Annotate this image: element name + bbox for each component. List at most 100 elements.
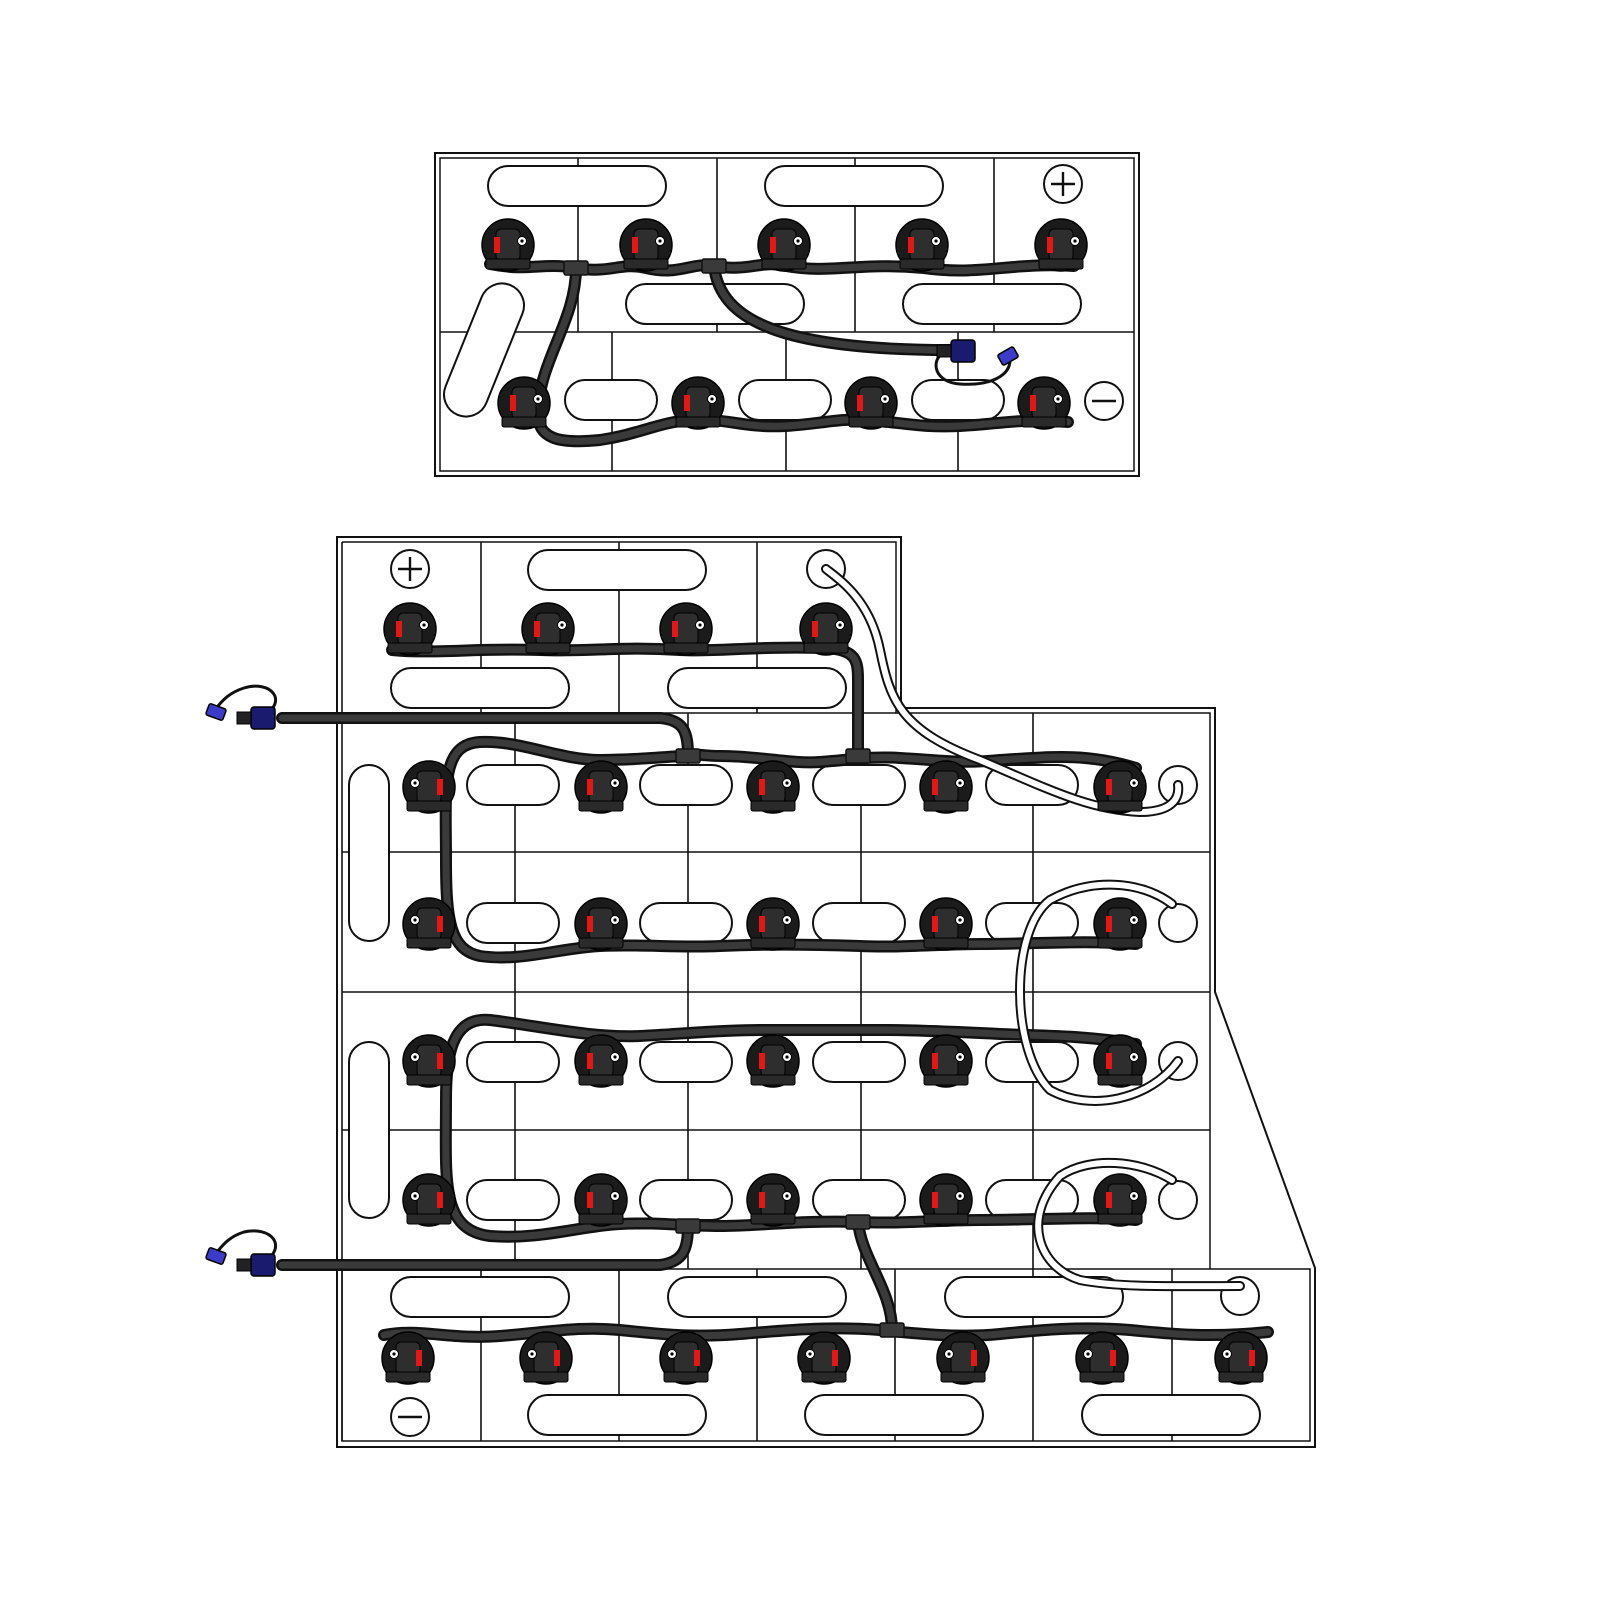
valve-clip <box>803 642 849 654</box>
vent-slot <box>911 379 1005 421</box>
minus-circle-icon <box>1084 381 1124 421</box>
cell-port <box>1158 1180 1198 1220</box>
valve-clip <box>675 416 721 428</box>
vent-slot <box>639 1179 733 1221</box>
float-indicator <box>1106 916 1112 932</box>
float-valve-icon <box>402 897 456 951</box>
indicator-dot <box>536 397 540 401</box>
valve-clip <box>578 937 624 949</box>
minus-circle-icon <box>390 1397 430 1437</box>
vent-slot <box>812 902 906 944</box>
valve-clip <box>578 800 624 812</box>
float-valve-icon <box>799 602 853 656</box>
valve-clip <box>940 1371 986 1383</box>
float-indicator <box>437 1192 443 1208</box>
indicator-dot <box>785 1194 789 1198</box>
plus-circle-icon <box>1043 164 1083 204</box>
float-valve-icon <box>844 376 898 430</box>
vent-slot <box>443 282 525 418</box>
float-indicator <box>932 1053 938 1069</box>
indicator-dot <box>958 1194 962 1198</box>
vent-slot <box>812 1179 906 1221</box>
float-indicator <box>759 1053 765 1069</box>
valve-clip <box>406 937 452 949</box>
coupling-nipple <box>236 1258 252 1272</box>
vent-slot <box>804 1394 984 1436</box>
float-indicator <box>832 1350 838 1366</box>
valve-clip <box>1079 1371 1125 1383</box>
valve-clip <box>578 1213 624 1225</box>
coupling-tip <box>997 346 1019 366</box>
valve-clip <box>1021 416 1067 428</box>
vent-slot <box>812 1041 906 1083</box>
float-indicator <box>1106 779 1112 795</box>
indicator-dot <box>1132 1194 1136 1198</box>
float-indicator <box>1047 237 1053 253</box>
valve-clip <box>385 1371 431 1383</box>
float-indicator <box>416 1350 422 1366</box>
valve-clip <box>1097 1213 1143 1225</box>
float-indicator <box>396 621 402 637</box>
float-indicator <box>437 916 443 932</box>
valve-clip <box>923 1074 969 1086</box>
hose-core <box>854 1218 896 1334</box>
float-valve-icon <box>574 897 628 951</box>
vent-slot <box>348 1041 390 1219</box>
plus-circle-icon <box>390 549 430 589</box>
float-indicator <box>632 237 638 253</box>
float-valve-icon <box>1075 1331 1129 1385</box>
coupling-tip <box>205 1247 227 1265</box>
valve-clip <box>923 937 969 949</box>
valve-clip <box>1038 258 1084 270</box>
float-indicator <box>932 779 938 795</box>
vent-slot <box>348 764 390 942</box>
float-indicator <box>494 237 500 253</box>
float-valve-icon <box>1093 1173 1147 1227</box>
indicator-dot <box>560 623 564 627</box>
float-valve-icon <box>746 760 800 814</box>
indicator-dot <box>658 239 662 243</box>
hose-core <box>1035 1159 1243 1290</box>
indicator-dot <box>785 1055 789 1059</box>
float-valve-icon <box>1093 1034 1147 1088</box>
float-indicator <box>694 1350 700 1366</box>
float-indicator <box>759 1192 765 1208</box>
indicator-dot <box>413 781 417 785</box>
float-valve-icon <box>402 1034 456 1088</box>
indicator-dot <box>392 1352 396 1356</box>
float-valve-icon <box>519 1331 573 1385</box>
vent-slot <box>667 667 847 709</box>
vent-slot <box>738 379 832 421</box>
lower-battery-tray <box>336 536 1316 1448</box>
hose-core <box>380 1324 1272 1341</box>
float-valve-icon <box>574 760 628 814</box>
water-hose <box>852 1216 898 1336</box>
float-indicator <box>534 621 540 637</box>
float-indicator <box>684 395 690 411</box>
float-valve-icon <box>919 1173 973 1227</box>
hose-core <box>1017 881 1181 1104</box>
indicator-dot <box>422 623 426 627</box>
float-valve-icon <box>746 1173 800 1227</box>
float-indicator <box>554 1350 560 1366</box>
valve-clip <box>406 1213 452 1225</box>
hose-core <box>442 738 1140 961</box>
float-valve-icon <box>659 1331 713 1385</box>
float-indicator <box>587 1053 593 1069</box>
coupling-layer <box>205 339 1019 1277</box>
indicator-dot <box>613 1194 617 1198</box>
float-valve-icon <box>619 218 673 272</box>
float-valve-icon <box>895 218 949 272</box>
float-valve-icon <box>574 1034 628 1088</box>
valve-clip <box>663 642 709 654</box>
valve-clip <box>1218 1371 1264 1383</box>
float-indicator <box>1106 1192 1112 1208</box>
tee-fitting <box>879 1322 905 1338</box>
coupling-nipple <box>236 711 252 725</box>
water-hose <box>378 1322 1274 1343</box>
valve-clip <box>1097 1074 1143 1086</box>
float-valve-icon <box>1214 1331 1268 1385</box>
valve-clip <box>750 1074 796 1086</box>
indicator-dot <box>413 1194 417 1198</box>
indicator-dot <box>520 239 524 243</box>
